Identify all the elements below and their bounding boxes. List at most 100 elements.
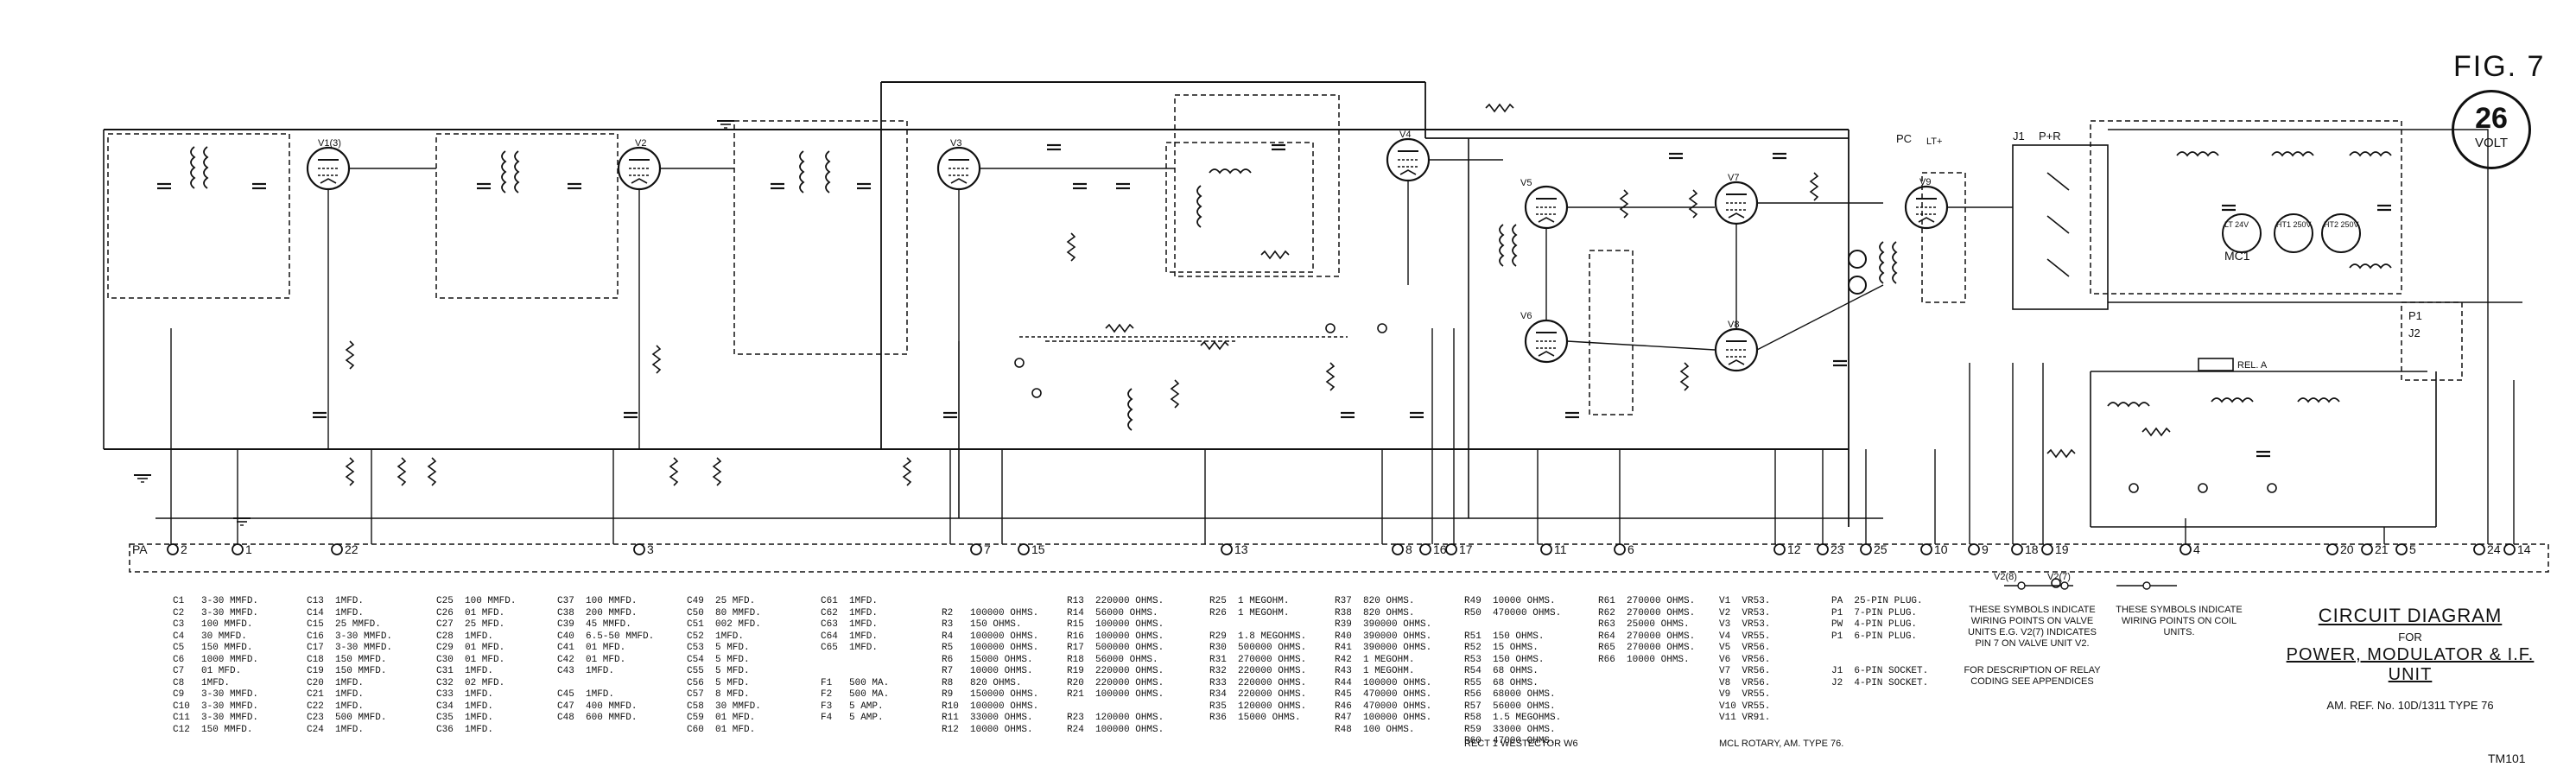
bus-pin-22: 22 <box>345 542 358 556</box>
bus-pin-11: 11 <box>1554 542 1567 556</box>
component-entry: R45 470000 OHMS. <box>1335 689 1432 700</box>
screened-coil-boxes <box>107 94 2549 573</box>
component-entry: C57 8 MFD. <box>687 689 750 700</box>
bus-pin-19: 19 <box>2055 542 2069 556</box>
component-entry: C18 150 MMFD. <box>307 654 387 665</box>
component-entry: R35 120000 OHMS. <box>1209 701 1307 712</box>
component-entry: C49 25 MFD. <box>687 596 756 606</box>
component-entry: R14 56000 OHMS. <box>1067 607 1158 618</box>
label-p1: P1 <box>2408 309 2422 322</box>
component-entry: R41 390000 OHMS. <box>1335 643 1432 653</box>
bus-pin-14: 14 <box>2517 542 2531 556</box>
component-entry <box>1831 655 1928 667</box>
component-entry: C3 100 MMFD. <box>173 619 253 630</box>
bus-drops <box>170 328 2515 544</box>
bus-pin-13: 13 <box>1234 542 1248 556</box>
component-entry: C17 3-30 MMFD. <box>307 643 393 653</box>
title-block: CIRCUIT DIAGRAM FOR POWER, MODULATOR & I… <box>2263 605 2557 712</box>
component-entry: R40 390000 OHMS. <box>1335 631 1432 642</box>
list-capacitors-d: C37 100 MMFD.C38 200 MMFD.C39 45 MMFD.C4… <box>557 596 654 725</box>
component-entry: C56 5 MFD. <box>687 677 750 688</box>
component-entry: R46 470000 OHMS. <box>1335 701 1432 712</box>
relay-section <box>2012 144 2437 528</box>
component-entry: C32 02 MFD. <box>436 677 505 688</box>
component-entry: F2 500 MA. <box>821 689 890 700</box>
label-v1: V1(3) <box>318 138 341 149</box>
component-entry: R11 33000 OHMS. <box>942 713 1033 723</box>
list-resistors-d: R37 820 OHMS.R38 820 OHMS.R39 390000 OHM… <box>1335 596 1431 736</box>
list-resistors-b: R13 220000 OHMS.R14 56000 OHMS.R15 10000… <box>1067 596 1164 736</box>
label-v5: V5 <box>1520 178 1532 188</box>
component-entry: PA 25-PIN PLUG. <box>1831 596 1923 606</box>
component-entry: R38 820 OHMS. <box>1335 607 1415 618</box>
component-entry: R19 220000 OHMS. <box>1067 666 1164 676</box>
component-entry: C33 1MFD. <box>436 689 494 700</box>
component-entry: C4 30 MMFD. <box>173 631 247 642</box>
component-entry: R59 33000 OHMS. <box>1464 724 1556 735</box>
bus-pin-2: 2 <box>181 542 187 556</box>
component-entry: R63 25000 OHMS. <box>1598 619 1690 630</box>
bus-pin-4: 4 <box>2193 542 2200 556</box>
component-entry: F3 5 AMP. <box>821 701 884 712</box>
component-entry: C47 400 MMFD. <box>557 701 638 712</box>
list-valves: V1 VR53.V2 VR53.V3 VR53.V4 VR55.V5 VR56.… <box>1719 596 1770 725</box>
bus-terminal <box>167 543 179 555</box>
bus-terminal <box>2473 543 2485 555</box>
relay-coding-note: FOR DESCRIPTION OF RELAY CODING SEE APPE… <box>1964 665 2101 687</box>
list-capacitors-c: C25 100 MMFD.C26 01 MFD.C27 25 MFD.C28 1… <box>436 596 516 736</box>
bus-terminal <box>1392 543 1404 555</box>
component-entry: C34 1MFD. <box>436 701 494 712</box>
label-relay: REL. A <box>2237 360 2268 371</box>
component-entry: R65 270000 OHMS. <box>1598 643 1696 653</box>
component-entry: C51 002 MFD. <box>687 619 761 630</box>
bus-pin-21: 21 <box>2375 542 2389 556</box>
bus-terminal <box>1968 543 1980 555</box>
component-entry: C10 3-30 MMFD. <box>173 701 259 712</box>
component-entry: C64 1MFD. <box>821 631 879 642</box>
component-entry: P1 6-PIN PLUG. <box>1831 631 1918 642</box>
component-entry: C5 150 MMFD. <box>173 643 253 653</box>
label-j2: J2 <box>2408 327 2421 339</box>
component-entry: C27 25 MFD. <box>436 619 505 630</box>
component-entry: R61 270000 OHMS. <box>1598 596 1696 606</box>
symbol-label-1: V2(8) <box>1994 572 2017 582</box>
bus-terminal <box>1445 543 1457 555</box>
component-entry: R3 150 OHMS. <box>942 619 1022 630</box>
component-entry: R57 56000 OHMS. <box>1464 701 1556 712</box>
component-entry: C59 01 MFD. <box>687 713 756 723</box>
component-entry: C38 200 MMFD. <box>557 607 638 618</box>
badge-number: 26 <box>2475 102 2508 135</box>
reference-number: AM. REF. No. 10D/1311 TYPE 76 <box>2326 699 2494 712</box>
label-pc: PC <box>1896 132 1913 145</box>
component-entry: C20 1MFD. <box>307 677 365 688</box>
bus-pin-20: 20 <box>2340 542 2354 556</box>
component-entry: C62 1MFD. <box>821 607 879 618</box>
label-pr: P+R <box>2039 130 2061 143</box>
list-resistors-e: R49 10000 OHMS.R50 470000 OHMS. R51 150 … <box>1464 596 1561 748</box>
component-entry: R24 100000 OHMS. <box>1067 724 1164 735</box>
label-v7: V7 <box>1728 173 1740 183</box>
component-entry: R39 390000 OHMS. <box>1335 619 1432 630</box>
component-entry: C61 1MFD. <box>821 596 879 606</box>
component-entry: C22 1MFD. <box>307 701 365 712</box>
component-entry: C30 01 MFD. <box>436 654 505 665</box>
component-entry: F1 500 MA. <box>821 677 890 688</box>
list-plugs: PA 25-PIN PLUG.P1 7-PIN PLUG.PW 4-PIN PL… <box>1831 596 1928 689</box>
bus-terminal <box>1018 543 1030 555</box>
component-entry <box>1209 619 1306 631</box>
component-entry: C28 1MFD. <box>436 631 494 642</box>
list-resistors-a: R2 100000 OHMS.R3 150 OHMS.R4 100000 OHM… <box>942 596 1038 736</box>
bus-terminal <box>1614 543 1626 555</box>
component-entry: C19 150 MMFD. <box>307 666 387 676</box>
bus-pin-15: 15 <box>1031 542 1045 556</box>
component-entry: R20 220000 OHMS. <box>1067 677 1164 688</box>
list-resistors-c: R25 1 MEGOHM.R26 1 MEGOHM. R29 1.8 MEGOH… <box>1209 596 1306 725</box>
component-entry: J2 4-PIN SOCKET. <box>1831 677 1929 688</box>
label-lt24: LT 24V <box>2224 220 2249 229</box>
bus-terminal <box>331 543 343 555</box>
wiring-terminals <box>1014 323 2277 588</box>
valve-symbol-note: THESE SYMBOLS INDICATE WIRING POINTS ON … <box>1968 605 2097 649</box>
bus-terminal <box>2041 543 2053 555</box>
component-entry: R33 220000 OHMS. <box>1209 677 1307 688</box>
component-entry: J1 6-PIN SOCKET. <box>1831 666 1929 676</box>
